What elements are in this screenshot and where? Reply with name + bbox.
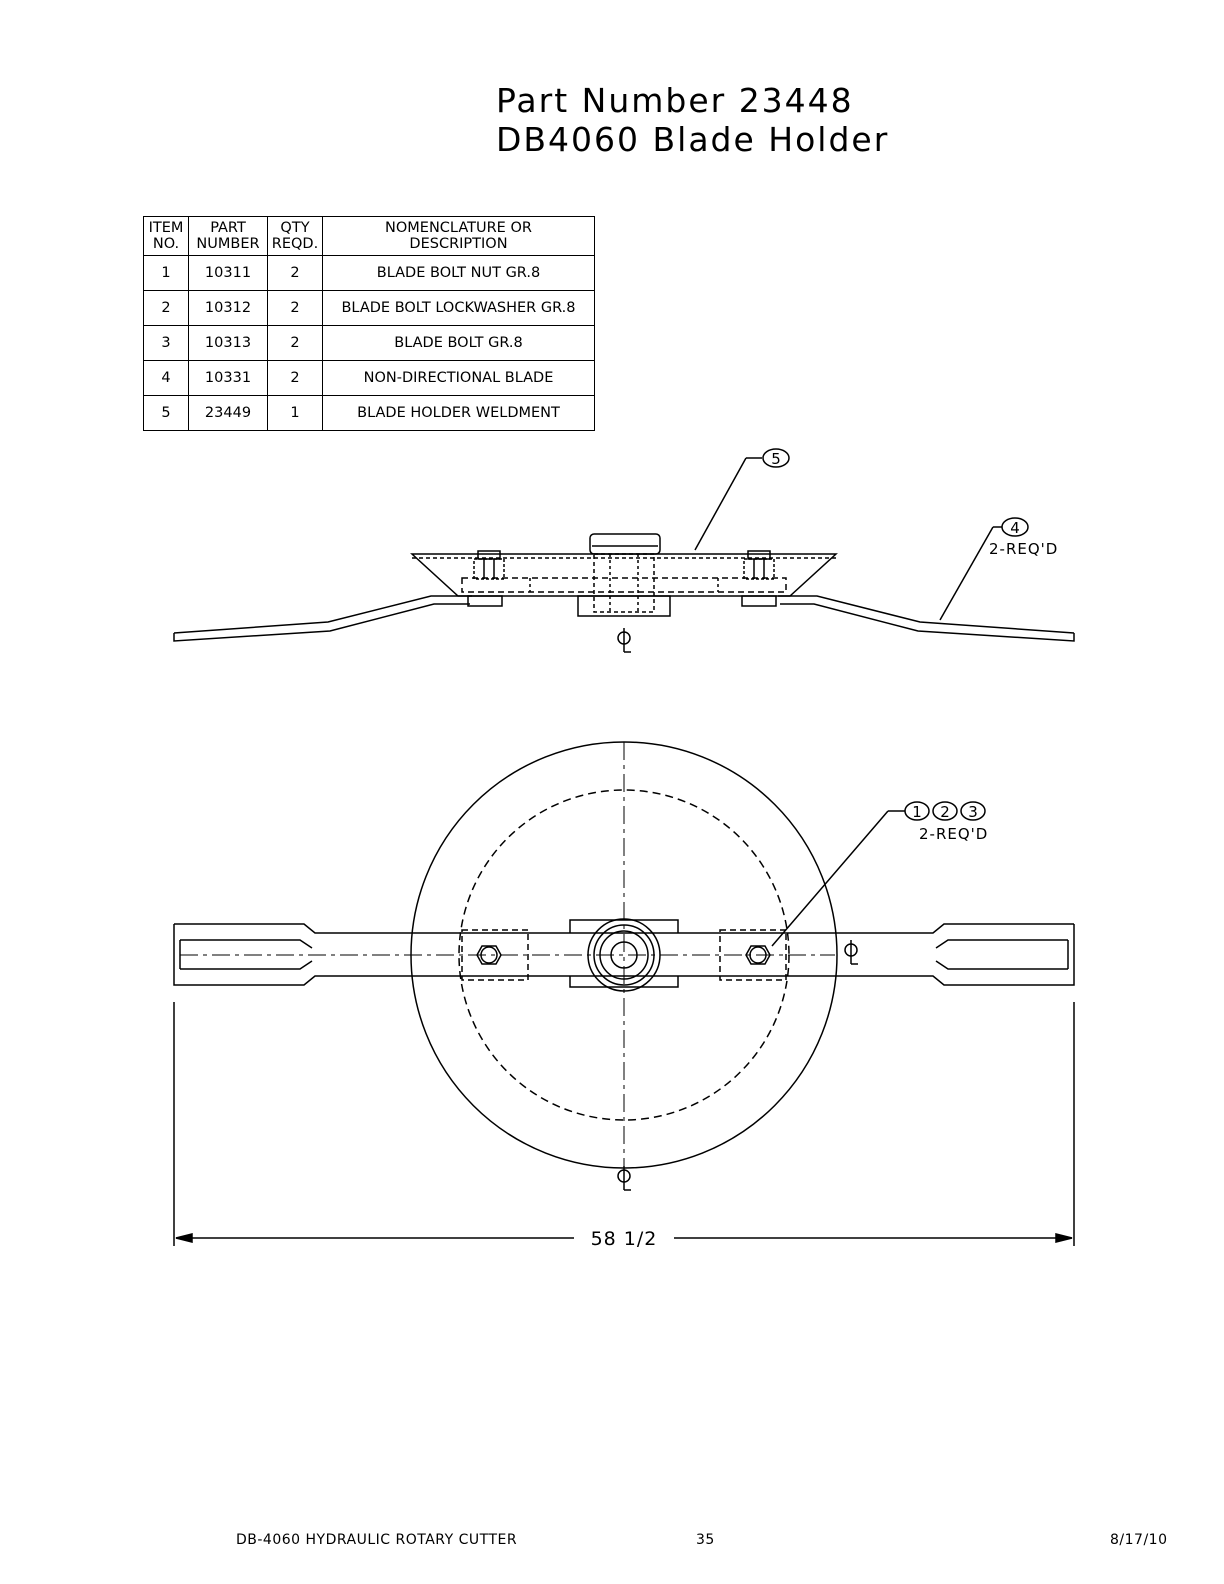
bom-qty: 2	[267, 290, 323, 326]
footer-manual-title: DB-4060 HYDRAULIC ROTARY CUTTER	[236, 1532, 518, 1548]
top-view	[173, 741, 1075, 1191]
side-view	[173, 533, 1075, 653]
bolt-left-top	[476, 945, 502, 965]
hub-ring	[593, 924, 655, 986]
centerline-symbol	[844, 940, 858, 965]
svg-text:1: 1	[912, 803, 922, 821]
callout-qty-label: 2-REQ'D	[919, 825, 988, 843]
bom-qty: 1	[267, 395, 323, 431]
hub-plate	[569, 919, 679, 988]
page-title-line1: Part Number 23448	[496, 81, 854, 120]
svg-text:4: 4	[1010, 519, 1020, 537]
hidden-block-right	[719, 929, 787, 981]
bolt-right-top	[745, 945, 771, 965]
bom-part-number: 10313	[188, 325, 268, 361]
hub-ring	[599, 930, 649, 980]
hub-hidden	[593, 553, 655, 613]
blade-left	[173, 923, 412, 986]
svg-text:5: 5	[771, 450, 781, 468]
callout-items-1-2-3: 1 2 3 2-REQ'D	[771, 801, 988, 947]
bom-part-number: 10331	[188, 360, 268, 396]
callout-item-5: 5	[694, 448, 790, 551]
bom-part-number: 10312	[188, 290, 268, 326]
table-row: 1 10311 2 BLADE BOLT NUT GR.8	[143, 255, 595, 291]
bom-item-no: 3	[143, 325, 189, 361]
svg-text:2: 2	[940, 803, 950, 821]
bom-description: BLADE BOLT LOCKWASHER GR.8	[322, 290, 595, 326]
bom-part-number: 10311	[188, 255, 268, 291]
bom-part-number: 23449	[188, 395, 268, 431]
footer-page-number: 35	[696, 1532, 715, 1548]
hidden-block-left	[461, 929, 529, 981]
svg-text:3: 3	[968, 803, 978, 821]
hub-bore	[610, 941, 638, 969]
bolt-left	[467, 550, 505, 607]
hub-bottom	[577, 595, 671, 617]
blade-side-profile	[173, 595, 1075, 642]
bom-item-no: 1	[143, 255, 189, 291]
table-row: 2 10312 2 BLADE BOLT LOCKWASHER GR.8	[143, 290, 595, 326]
bom-item-no: 2	[143, 290, 189, 326]
footer-date: 8/17/10	[1110, 1532, 1168, 1548]
dimension-overall-width: 58 1/2	[173, 1002, 1075, 1250]
table-row: 4 10331 2 NON-DIRECTIONAL BLADE	[143, 360, 595, 396]
page-title-line2: DB4060 Blade Holder	[496, 120, 890, 159]
table-row: 3 10313 2 BLADE BOLT GR.8	[143, 325, 595, 361]
dimension-label: 58 1/2	[591, 1228, 658, 1250]
bom-description: BLADE BOLT NUT GR.8	[322, 255, 595, 291]
centerline-symbol	[617, 628, 631, 653]
hub-outer-circle	[587, 918, 661, 992]
callout-qty-label: 2-REQ'D	[989, 540, 1058, 558]
table-row: 5 23449 1 BLADE HOLDER WELDMENT	[143, 395, 595, 431]
bom-description: NON-DIRECTIONAL BLADE	[322, 360, 595, 396]
callout-item-4: 4 2-REQ'D	[939, 517, 1058, 621]
blade-right	[836, 923, 1075, 986]
hidden-bar	[461, 577, 787, 593]
bolt-right	[741, 550, 777, 607]
hub-top	[589, 533, 661, 555]
centerline-symbol	[617, 1166, 631, 1191]
bom-item-no: 4	[143, 360, 189, 396]
bom-description: BLADE HOLDER WELDMENT	[322, 395, 595, 431]
blade-holder-pan	[410, 553, 838, 597]
